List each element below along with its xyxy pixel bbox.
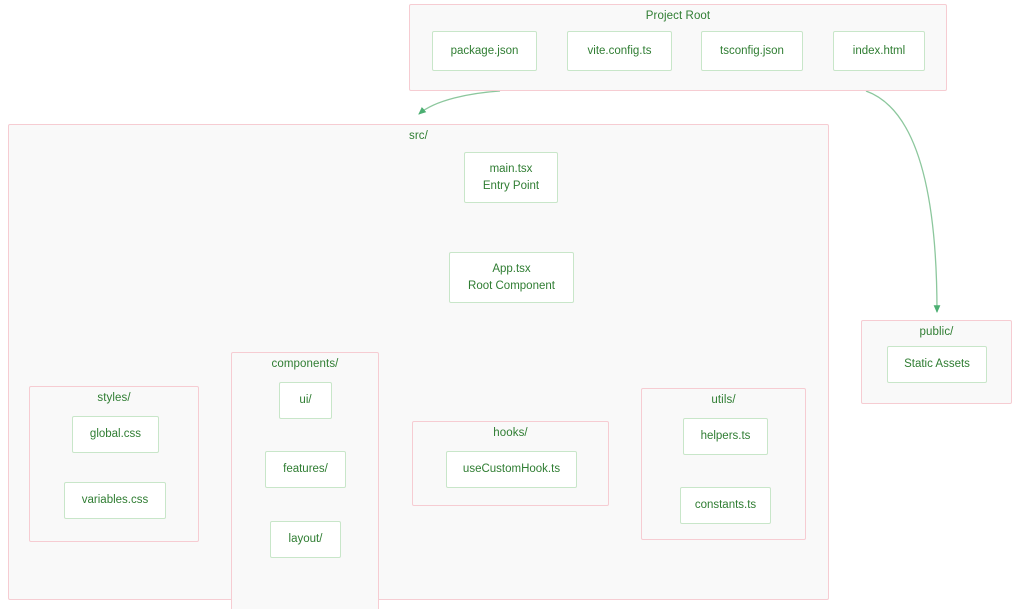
group-project-root[interactable]: Project Root package.json vite.config.ts… — [409, 4, 947, 91]
group-utils[interactable]: utils/ helpers.ts constants.ts — [641, 388, 806, 540]
node-label: ui/ — [299, 394, 312, 406]
node-label-line1: main.tsx — [489, 162, 533, 175]
node-label: features/ — [283, 463, 328, 475]
node-vite-config-ts[interactable]: vite.config.ts — [567, 31, 672, 71]
group-label-components: components/ — [271, 358, 339, 370]
node-app-tsx[interactable]: App.tsx Root Component — [449, 252, 574, 303]
node-package-json[interactable]: package.json — [432, 31, 537, 71]
node-label: useCustomHook.ts — [462, 463, 561, 475]
group-label-hooks: hooks/ — [493, 427, 528, 439]
node-usecustomhook-ts[interactable]: useCustomHook.ts — [446, 451, 577, 488]
node-static-assets[interactable]: Static Assets — [887, 346, 987, 383]
group-label-utils: utils/ — [711, 394, 736, 406]
edge-project-root-to-src — [418, 90, 501, 115]
node-label: variables.css — [81, 494, 149, 506]
node-global-css[interactable]: global.css — [72, 416, 159, 453]
node-features[interactable]: features/ — [265, 451, 346, 488]
node-label-line2: Entry Point — [482, 179, 540, 192]
node-label: Static Assets — [904, 358, 970, 370]
node-label: package.json — [450, 44, 519, 57]
group-label-styles: styles/ — [97, 392, 131, 404]
node-label: constants.ts — [694, 499, 757, 511]
group-hooks[interactable]: hooks/ useCustomHook.ts — [412, 421, 609, 506]
node-label: helpers.ts — [700, 430, 751, 442]
node-main-tsx[interactable]: main.tsx Entry Point — [464, 152, 558, 203]
node-label-line1: App.tsx — [492, 262, 531, 275]
node-index-html[interactable]: index.html — [833, 31, 925, 71]
node-variables-css[interactable]: variables.css — [64, 482, 166, 519]
node-label: vite.config.ts — [587, 44, 652, 57]
group-label-public: public/ — [919, 326, 954, 338]
node-label: tsconfig.json — [720, 44, 784, 57]
edge-project-root-to-public — [865, 90, 941, 314]
node-constants-ts[interactable]: constants.ts — [680, 487, 771, 524]
node-ui[interactable]: ui/ — [279, 382, 332, 419]
node-helpers-ts[interactable]: helpers.ts — [683, 418, 768, 455]
group-public[interactable]: public/ Static Assets — [861, 320, 1012, 404]
group-styles[interactable]: styles/ global.css variables.css — [29, 386, 199, 542]
node-tsconfig-json[interactable]: tsconfig.json — [701, 31, 803, 71]
node-layout[interactable]: layout/ — [270, 521, 341, 558]
node-label: global.css — [89, 428, 142, 440]
group-src[interactable]: src/ main.tsx Entry Point App.tsx Root C… — [8, 124, 829, 609]
group-label-project-root: Project Root — [645, 10, 711, 22]
group-components[interactable]: components/ ui/ features/ layout/ — [231, 352, 379, 609]
node-label: layout/ — [288, 533, 323, 545]
group-label-src: src/ — [409, 130, 428, 142]
node-label-line2: Root Component — [468, 279, 555, 292]
node-label: index.html — [852, 44, 906, 57]
